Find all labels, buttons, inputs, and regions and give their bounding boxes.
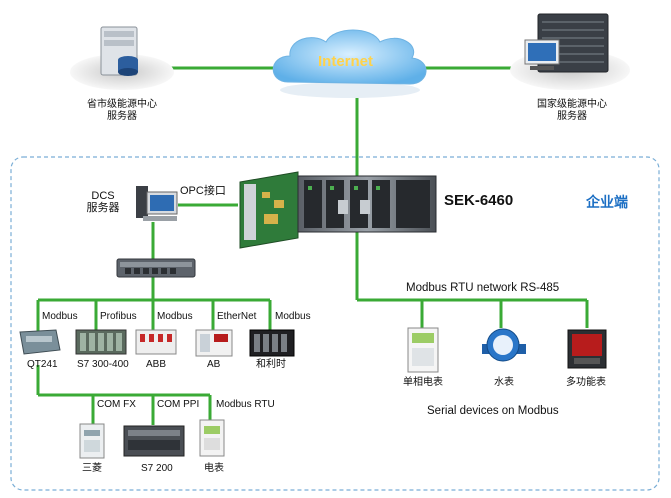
- device-label-single-phase: 单相电表: [403, 377, 443, 388]
- link-label-profibus: Profibus: [100, 311, 137, 322]
- electricity-meter-icon: [199, 419, 225, 457]
- national-server-label: 国家级能源中心 服务器: [520, 99, 624, 123]
- dcs-server-icon: [136, 186, 178, 221]
- dcs-server-line-1: DCS: [91, 190, 115, 202]
- abb-device-icon: [135, 329, 177, 355]
- device-label-hollysys: 和利时: [256, 359, 286, 370]
- s7-200-plc-icon: [123, 425, 185, 457]
- device-label-water: 水表: [494, 377, 514, 388]
- device-label-mitsubishi: 三菱: [82, 463, 102, 474]
- gateway-label: SEK-6460: [444, 192, 514, 209]
- link-label-modbus-2: Modbus: [157, 311, 193, 322]
- multifunction-meter-icon: [567, 329, 607, 369]
- sek-gateway-icon: [239, 171, 437, 249]
- province-server-icon: [70, 26, 174, 90]
- opc-label: OPC接口: [180, 185, 226, 197]
- enterprise-boundary: [10, 156, 660, 491]
- industrial-switch-icon: [116, 258, 196, 278]
- s7-300-device-icon: [75, 329, 127, 355]
- hollysys-device-icon: [249, 329, 295, 357]
- device-label-abb: ABB: [146, 359, 167, 370]
- device-label-ab: AB: [207, 359, 221, 370]
- device-label-qt241: QT241: [27, 359, 58, 370]
- internet-cloud-icon: [272, 29, 427, 98]
- network-links: [36, 66, 589, 425]
- device-label-meter: 电表: [204, 463, 224, 474]
- enterprise-label: 企业端: [586, 194, 628, 210]
- rtu-network-label: Modbus RTU network RS-485: [406, 282, 560, 294]
- mitsubishi-plc-icon: [79, 423, 105, 459]
- national-server-line-2: 服务器: [557, 111, 587, 122]
- device-label-s7-200: S7 200: [141, 463, 173, 474]
- province-server-line-2: 服务器: [107, 111, 137, 122]
- ab-device-icon: [195, 329, 233, 357]
- com-label-fx: COM FX: [97, 399, 136, 410]
- national-server-line-1: 国家级能源中心: [537, 99, 607, 110]
- qt241-device-icon: [19, 329, 61, 355]
- province-server-line-1: 省市级能源中心: [87, 99, 157, 110]
- link-label-ethernet: EtherNet: [217, 311, 257, 322]
- single-phase-meter-icon: [407, 327, 439, 373]
- province-server-label: 省市级能源中心 服务器: [70, 99, 174, 123]
- com-label-ppi: COM PPI: [157, 399, 200, 410]
- device-label-s7-300: S7 300-400: [77, 359, 129, 370]
- link-label-modbus-1: Modbus: [42, 311, 78, 322]
- internet-label: Internet: [318, 53, 374, 70]
- device-label-multifunction: 多功能表: [566, 377, 606, 388]
- dcs-server-label: DCS 服务器: [78, 190, 128, 214]
- serial-caption: Serial devices on Modbus: [427, 405, 559, 417]
- link-label-modbus-3: Modbus: [275, 311, 311, 322]
- water-meter-icon: [482, 328, 526, 362]
- dcs-server-line-2: 服务器: [86, 202, 120, 214]
- com-label-modbus-rtu: Modbus RTU: [216, 399, 275, 410]
- national-server-icon: [510, 13, 630, 90]
